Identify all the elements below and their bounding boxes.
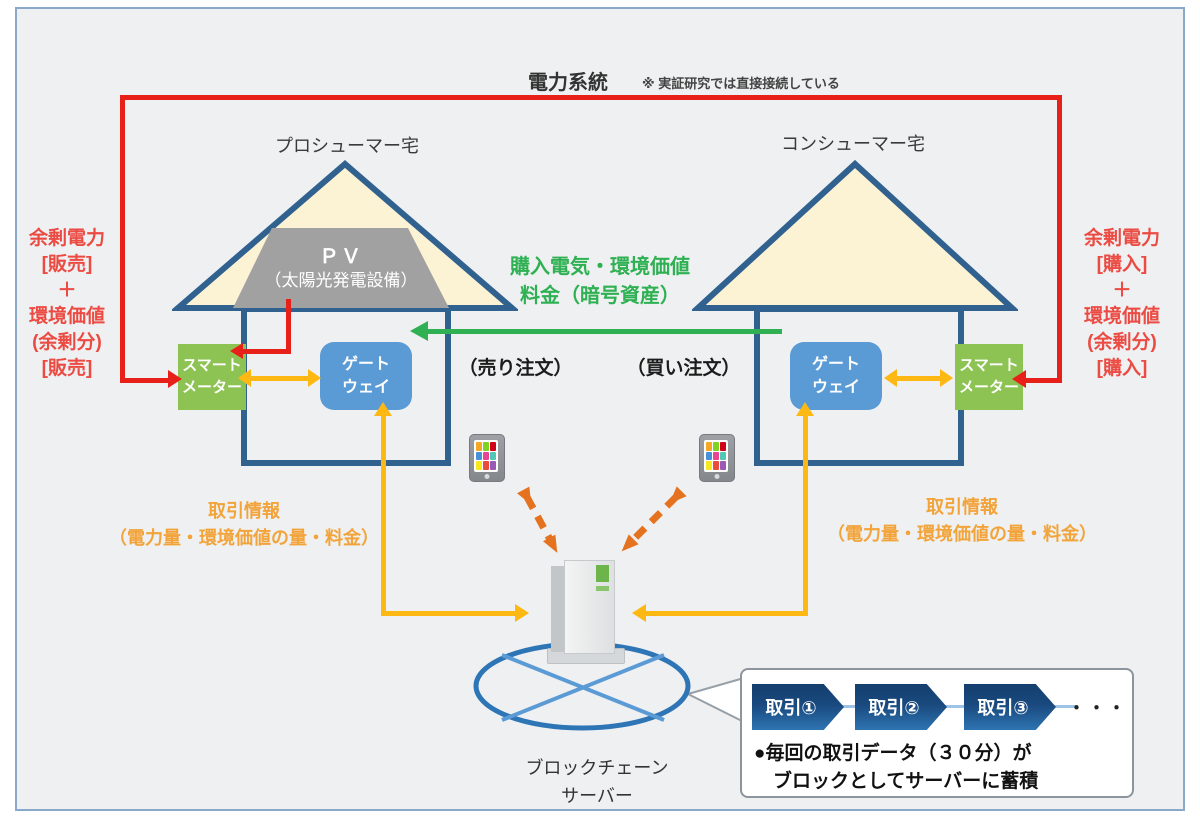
- payment-label-line2: 料金（暗号資産）: [520, 285, 680, 307]
- surplus-sell-line: (余剰分): [32, 332, 102, 353]
- right-arrow-into-server: [632, 604, 646, 622]
- server-tower-icon: [545, 558, 625, 666]
- left-gateway-server-horizontal: [383, 611, 515, 616]
- grid-line-right-into-meter: [1026, 378, 1062, 383]
- grid-line-top: [120, 95, 1062, 100]
- consumer-house-label: コンシューマー宅: [781, 134, 925, 154]
- transaction-block-3: 取引③: [964, 684, 1056, 730]
- pv-line-horizontal: [243, 349, 291, 354]
- diagram-title-note: ※ 実証研究では直接接続している: [642, 76, 840, 91]
- consumer-gateway: ゲート ウェイ: [790, 342, 882, 410]
- payment-line: [428, 329, 782, 334]
- surplus-buy-line: (余剰分): [1087, 332, 1157, 353]
- surplus-buy-line: [購入]: [1096, 254, 1148, 275]
- diagram-title: 電力系統: [528, 72, 608, 94]
- left-arrow-into-server: [515, 604, 529, 622]
- right-meter-gateway-arrow-right: [940, 369, 953, 387]
- grid-line-left: [120, 95, 125, 383]
- right-smartphone-icon: [699, 434, 735, 482]
- prosumer-gateway: ゲート ウェイ: [320, 342, 412, 410]
- gateway-label-line1: ゲート: [811, 355, 860, 373]
- surplus-buy-line: 余剰電力: [1083, 228, 1160, 249]
- pv-title: ＰＶ: [319, 245, 363, 268]
- left-arrow-up-into-gateway: [374, 402, 392, 416]
- callout-note-line1: ●毎回の取引データ（３０分）が: [754, 743, 1032, 764]
- tx-info-right-label: 取引情報 （電力量・環境価値の量・料金）: [788, 494, 1136, 548]
- left-meter-gateway-line: [250, 376, 310, 381]
- callout-note-line2: ブロックとしてサーバーに蓄積: [773, 771, 1039, 792]
- surplus-sell-label: 余剰電力 [販売] ＋ 環境価値 (余剰分) [販売]: [8, 226, 126, 382]
- left-gateway-server-vertical: [381, 414, 386, 616]
- prosumer-house-label: プロシューマー宅: [275, 136, 419, 156]
- pv-solar-panel: ＰＶ （太陽光発電設備）: [233, 228, 449, 308]
- left-meter-gateway-arrow-right: [308, 369, 321, 387]
- server-led-panel: [596, 565, 609, 582]
- blockchain-server-label-line2: サーバー: [561, 786, 633, 806]
- grid-arrow-into-left-meter: [168, 370, 182, 388]
- surplus-sell-line: 余剰電力: [28, 228, 105, 249]
- blockchain-server-label-line1: ブロックチェーン: [525, 758, 669, 778]
- transaction-block-2: 取引②: [855, 684, 947, 730]
- server-led-strip: [596, 586, 609, 591]
- blockchain-callout-box: 取引① 取引② 取引③ ・・・ ●毎回の取引データ（３０分）が ブロックとしてサ…: [740, 668, 1134, 798]
- tx-info-line1: 取引情報: [208, 501, 280, 521]
- transaction-block-1: 取引①: [752, 684, 844, 730]
- payment-arrow-left: [410, 321, 428, 341]
- surplus-sell-line: [販売]: [41, 358, 93, 379]
- more-blocks-ellipsis: ・・・: [1068, 699, 1128, 718]
- right-gateway-server-vertical: [803, 414, 808, 616]
- grid-line-left-into-meter: [120, 378, 170, 383]
- meter-label-line2: メーター: [958, 379, 1019, 396]
- grid-line-right: [1057, 95, 1062, 383]
- surplus-buy-line: ＋: [1112, 280, 1132, 301]
- right-meter-gateway-line: [896, 376, 942, 381]
- pv-arrow-into-meter: [230, 343, 243, 359]
- sell-order-label: （売り注文）: [458, 358, 573, 379]
- buy-order-label: （買い注文）: [626, 358, 741, 379]
- tx-info-line2: （電力量・環境価値の量・料金）: [109, 528, 379, 548]
- left-meter-gateway-arrow-left: [238, 369, 251, 387]
- meter-label-line1: スマート: [182, 357, 242, 375]
- tx-info-left-label: 取引情報 （電力量・環境価値の量・料金）: [70, 498, 418, 552]
- tx-info-line1: 取引情報: [926, 497, 998, 517]
- surplus-buy-label: 余剰電力 [購入] ＋ 環境価値 (余剰分) [購入]: [1063, 226, 1181, 382]
- right-arrow-up-into-gateway: [796, 402, 814, 416]
- surplus-sell-line: [販売]: [41, 254, 93, 275]
- meter-label-line1: スマート: [959, 357, 1019, 375]
- surplus-buy-line: 環境価値: [1083, 306, 1160, 327]
- payment-label-line1: 購入電気・環境価値: [510, 256, 690, 278]
- pv-line-vertical: [286, 299, 291, 354]
- gateway-label-line2: ウェイ: [811, 379, 860, 396]
- surplus-sell-line: ＋: [57, 280, 77, 301]
- surplus-buy-line: [購入]: [1096, 358, 1148, 379]
- gateway-label-line1: ゲート: [341, 355, 390, 373]
- grid-arrow-into-right-meter: [1012, 370, 1026, 388]
- gateway-label-line2: ウェイ: [341, 379, 390, 396]
- right-gateway-server-horizontal: [646, 611, 808, 616]
- consumer-smart-meter: スマート メーター: [955, 344, 1023, 410]
- surplus-sell-line: 環境価値: [28, 306, 105, 327]
- meter-label-line2: メーター: [181, 379, 242, 396]
- left-smartphone-icon: [469, 434, 505, 482]
- tx-info-line2: （電力量・環境価値の量・料金）: [827, 524, 1097, 544]
- right-meter-gateway-arrow-left: [884, 369, 897, 387]
- pv-subtitle: （太陽光発電設備）: [264, 270, 418, 290]
